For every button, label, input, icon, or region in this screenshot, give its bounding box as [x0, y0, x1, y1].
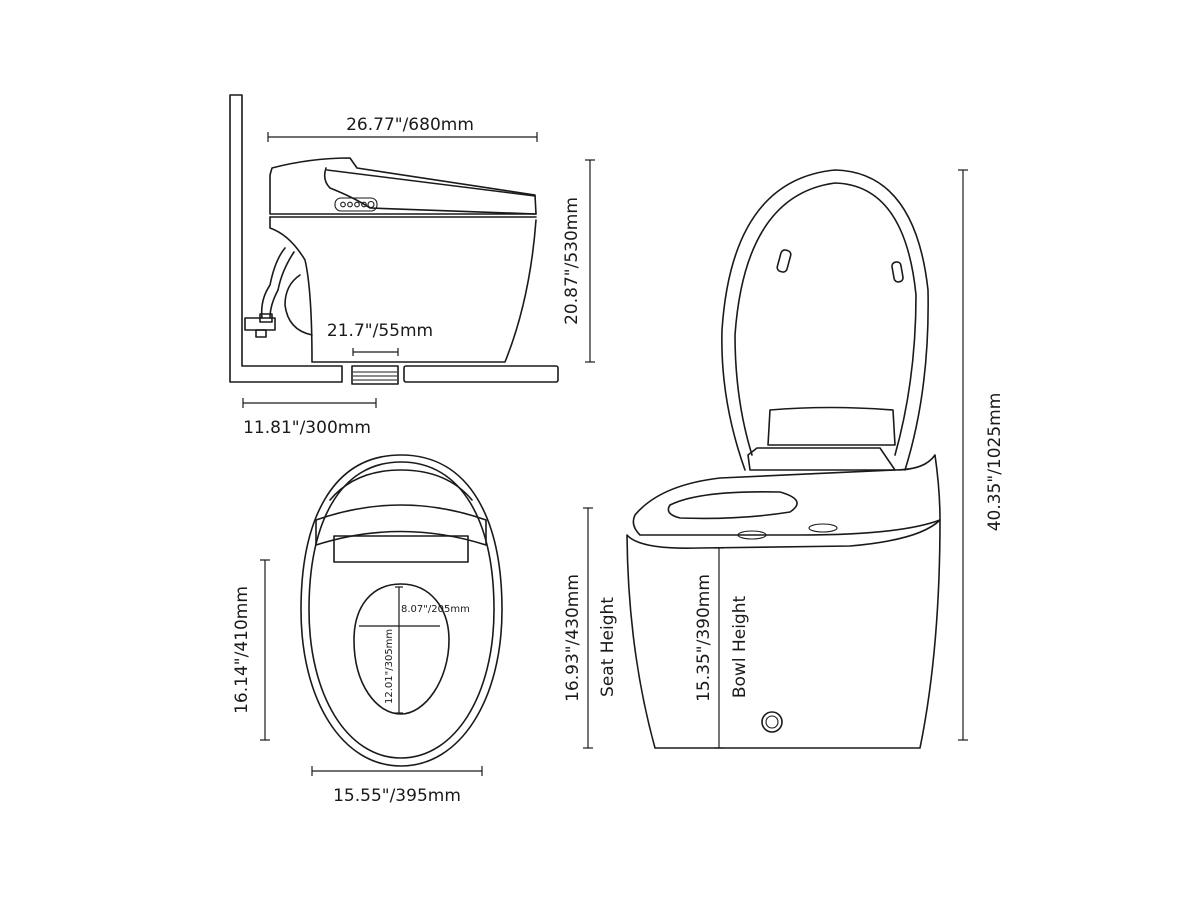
- width-dimension: 15.55"/395mm: [311, 766, 483, 806]
- seat-height-label: Seat Height: [598, 597, 618, 697]
- total-height-label: 40.35"/1025mm: [985, 393, 1005, 532]
- seat: [632, 454, 941, 536]
- side-view: 26.77"/680mm 20.87"/530mm 21.7"/55mm 11.…: [229, 94, 595, 438]
- lid-outer: [721, 169, 929, 471]
- control-buttons-icon: [334, 197, 378, 212]
- top-view: 8.07"/205mm 12.01"/305mm 16.14"/410mm 15…: [232, 454, 503, 806]
- bowl-length-label: 12.01"/305mm: [384, 629, 395, 704]
- drain-label: 21.7"/55mm: [327, 321, 433, 341]
- floor-right: [403, 365, 559, 383]
- drain-pipe: [351, 365, 399, 385]
- seat-height-dimension: 16.93"/430mm Seat Height: [563, 507, 618, 749]
- sensor-button-icon: [761, 711, 783, 733]
- tank-top: [333, 535, 469, 563]
- depth-dimension: 16.14"/410mm: [232, 559, 270, 741]
- rough-in-dimension: 11.81"/300mm: [242, 398, 377, 438]
- bowl-width-label: 8.07"/205mm: [401, 604, 470, 615]
- height-label: 20.87"/530mm: [562, 197, 582, 325]
- total-height-dimension: 40.35"/1025mm: [958, 169, 1005, 741]
- drain-dimension: 21.7"/55mm: [327, 321, 433, 356]
- toilet-side: [244, 157, 537, 363]
- wall-and-floor-left: [229, 94, 343, 383]
- rough-in-label: 11.81"/300mm: [243, 418, 371, 438]
- bowl-opening: [353, 583, 450, 715]
- length-dimension: 26.77"/680mm: [267, 115, 538, 142]
- depth-label: 16.14"/410mm: [232, 586, 252, 714]
- bowl-height-label: Bowl Height: [730, 596, 750, 699]
- length-label: 26.77"/680mm: [346, 115, 474, 135]
- bowl-height-dimension: 15.35"/390mm Bowl Height: [694, 547, 750, 749]
- front-view: 16.93"/430mm Seat Height 15.35"/390mm Bo…: [563, 169, 1005, 749]
- seat-height-value: 16.93"/430mm: [563, 574, 583, 702]
- height-dimension: 20.87"/530mm: [562, 159, 595, 363]
- bowl-body: [626, 519, 941, 749]
- width-label: 15.55"/395mm: [333, 786, 461, 806]
- bowl-height-value: 15.35"/390mm: [694, 574, 714, 702]
